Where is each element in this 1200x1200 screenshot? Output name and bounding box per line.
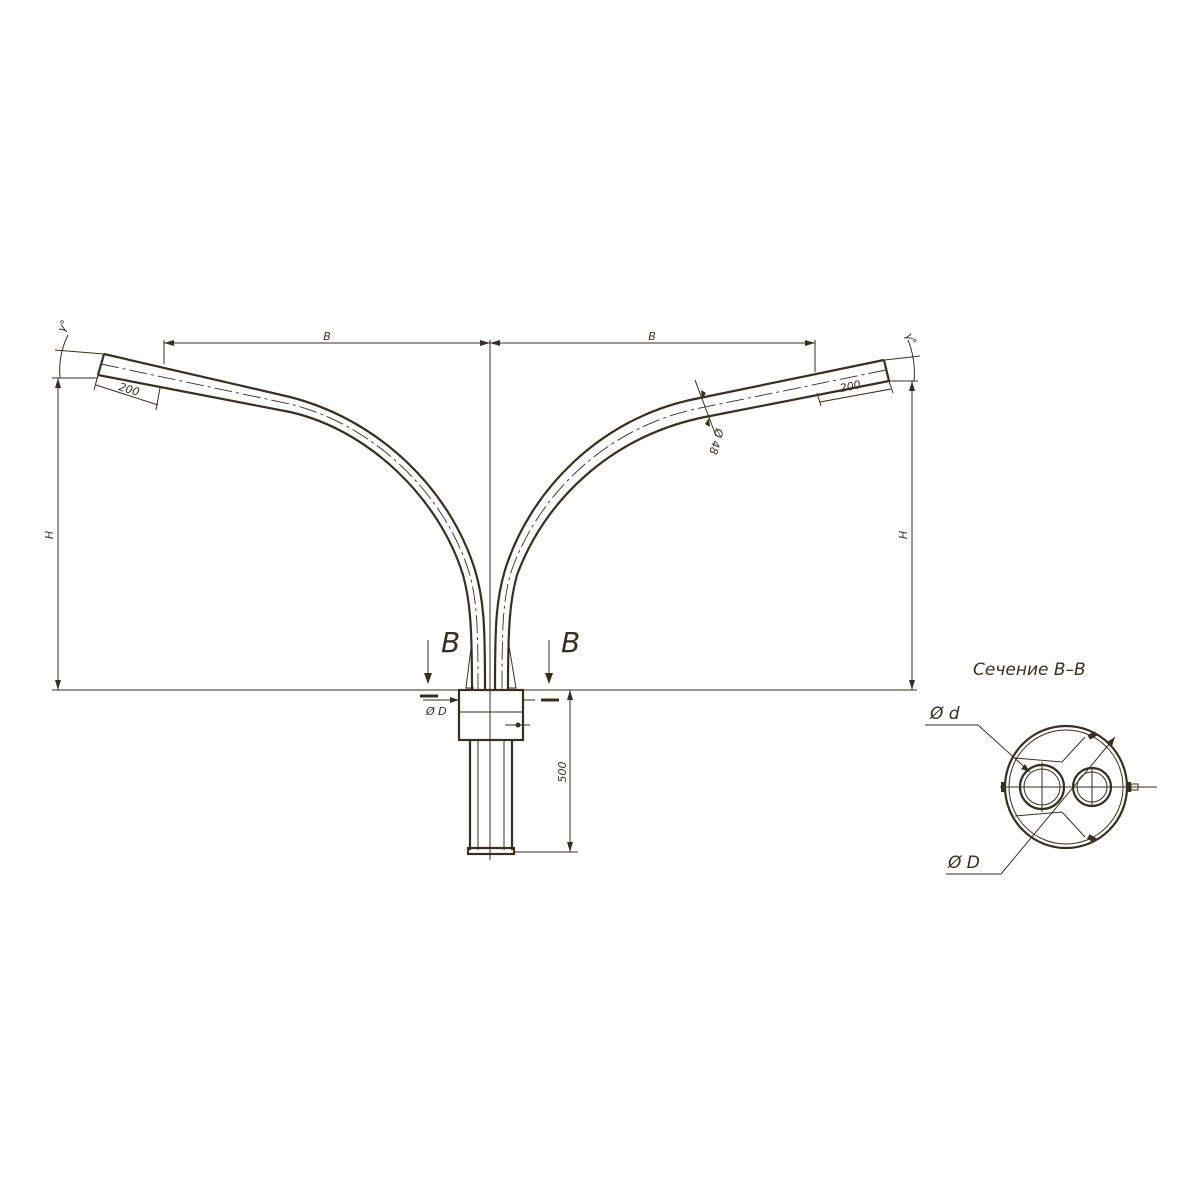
base-diameter-label: Ø D xyxy=(425,705,447,718)
dimension-h-right: H xyxy=(889,380,918,690)
dimension-200-right: 200 xyxy=(816,378,894,407)
section-mark-right: B xyxy=(541,626,580,702)
angle-right-label: γ° xyxy=(902,331,919,347)
dimension-b-right: B xyxy=(490,330,816,372)
dim-h-right-label: H xyxy=(897,531,910,539)
base-sleeve xyxy=(457,688,530,742)
dim-200-left-label: 200 xyxy=(117,380,141,399)
angle-left-label: γ° xyxy=(55,318,72,334)
dimension-500: 500 xyxy=(514,689,578,853)
base-diameter: Ø D xyxy=(423,697,535,718)
post xyxy=(466,740,516,856)
angle-left: γ° xyxy=(55,318,105,379)
right-arm xyxy=(493,358,891,691)
dim-200-right-label: 200 xyxy=(839,378,862,395)
section-D-label: Ø D xyxy=(947,853,980,873)
dimension-b-left: B xyxy=(163,330,490,364)
dim-500-label: 500 xyxy=(556,762,569,783)
pipe-diameter-label: Ø 48 xyxy=(706,426,726,456)
dim-h-left-label: H xyxy=(43,531,56,539)
angle-right: γ° xyxy=(883,331,921,382)
dim-b-left-label: B xyxy=(323,330,331,343)
section-mark-left: B xyxy=(420,626,460,698)
dim-b-right-label: B xyxy=(648,330,656,343)
section-d-label: Ø d xyxy=(929,704,960,724)
gussets xyxy=(465,639,517,689)
section-view: Сечение B–B Ø d Ø D xyxy=(925,660,1157,875)
section-mark-right-label: B xyxy=(561,626,580,659)
dimension-200-left: 200 xyxy=(93,374,161,411)
dimension-h-left: H xyxy=(43,377,98,690)
left-arm xyxy=(96,352,487,691)
section-mark-left-label: B xyxy=(441,626,460,659)
section-title: Сечение B–B xyxy=(973,660,1086,680)
